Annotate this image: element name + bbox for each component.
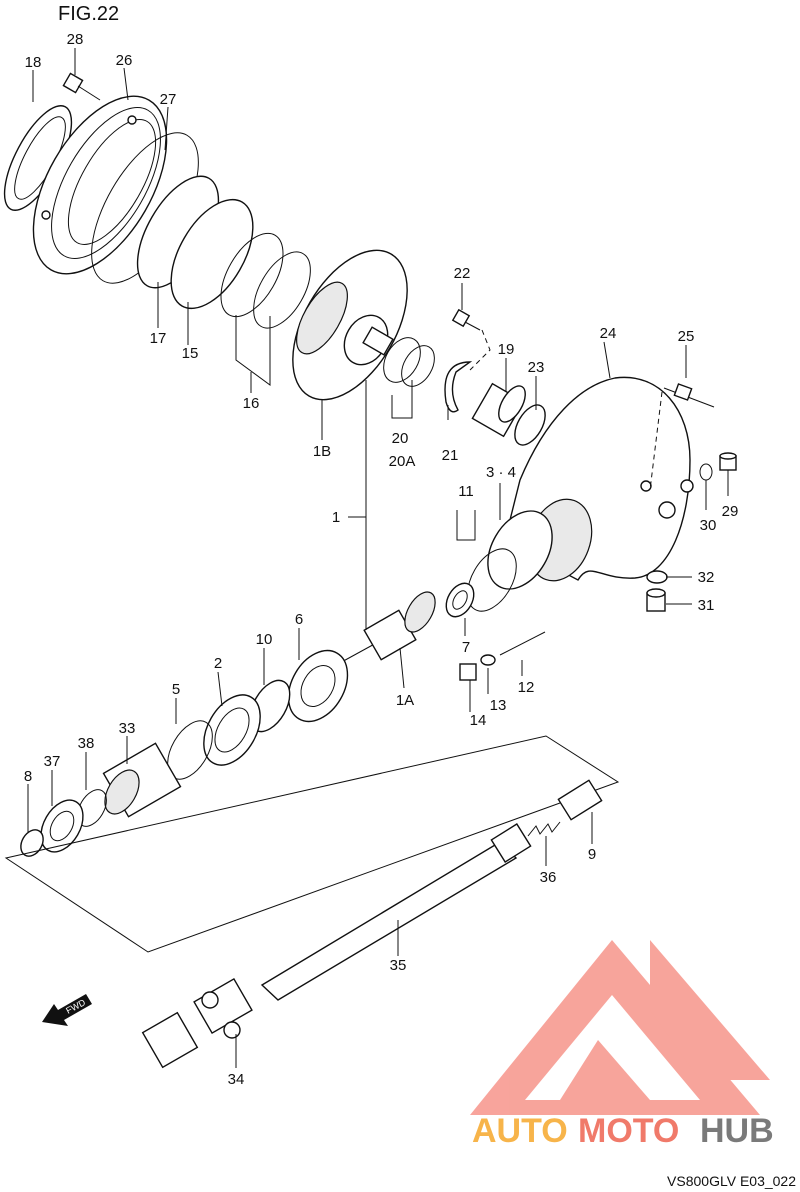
stud-25 bbox=[663, 383, 715, 408]
washer-32 bbox=[646, 570, 668, 584]
figure-title: FIG.22 bbox=[58, 3, 119, 25]
callout-7: 7 bbox=[462, 639, 470, 656]
callout-20: 20 bbox=[392, 430, 409, 447]
stopper-21 bbox=[444, 361, 473, 413]
joint-33 bbox=[102, 742, 182, 818]
callout-3-4: 3 · 4 bbox=[486, 464, 516, 481]
washer-20A bbox=[401, 345, 435, 387]
shim-11 bbox=[467, 548, 517, 612]
callout-20A: 20A bbox=[389, 453, 416, 470]
leader-lines bbox=[27, 48, 729, 1068]
callout-21: 21 bbox=[442, 447, 459, 464]
callout-19: 19 bbox=[498, 341, 515, 358]
gasket-30 bbox=[699, 463, 713, 481]
washer-8 bbox=[20, 829, 44, 857]
nut-14 bbox=[459, 663, 477, 681]
callout-13: 13 bbox=[490, 697, 507, 714]
callout-11: 11 bbox=[458, 483, 474, 500]
bearing-15 bbox=[170, 198, 254, 310]
callout-25: 25 bbox=[678, 328, 695, 345]
washer-13 bbox=[480, 654, 496, 666]
callout-24: 24 bbox=[600, 325, 617, 342]
callout-34: 34 bbox=[228, 1071, 245, 1088]
callout-27: 27 bbox=[160, 91, 177, 108]
seal-37 bbox=[40, 799, 84, 853]
bearing-6 bbox=[287, 649, 349, 723]
watermark-logo bbox=[470, 940, 770, 1115]
callout-1B: 1B bbox=[313, 443, 331, 460]
callout-6: 6 bbox=[295, 611, 303, 628]
fwd-arrow: FWD bbox=[42, 994, 92, 1026]
joint-9 bbox=[557, 779, 603, 821]
callout-35: 35 bbox=[390, 957, 407, 974]
nut-2 bbox=[203, 694, 261, 766]
callout-9: 9 bbox=[588, 846, 596, 863]
bearing-case-26 bbox=[32, 95, 168, 275]
washer-20 bbox=[383, 337, 421, 383]
callout-37: 37 bbox=[44, 753, 61, 770]
ring-gear-1B bbox=[292, 249, 408, 401]
figure-code: VS800GLV E03_022 bbox=[667, 1173, 796, 1189]
watermark-text: AUTO MOTO HUB bbox=[472, 1112, 774, 1150]
callout-31: 31 bbox=[698, 597, 715, 614]
driveshaft-panel bbox=[4, 735, 620, 953]
watermark-auto: AUTO bbox=[472, 1112, 568, 1150]
callout-14: 14 bbox=[470, 712, 487, 729]
nut-7 bbox=[445, 582, 475, 618]
shim-16b bbox=[253, 251, 311, 329]
callout-17: 17 bbox=[150, 330, 167, 347]
spring-36 bbox=[527, 821, 561, 837]
drive-shaft-35 bbox=[260, 823, 532, 1001]
callout-1: 1 bbox=[332, 509, 340, 526]
callout-1A: 1A bbox=[396, 692, 414, 709]
pinion-gear-1A bbox=[337, 591, 436, 665]
shim-16a bbox=[220, 232, 284, 318]
callout-12: 12 bbox=[518, 679, 535, 696]
callout-labels: 28 18 26 27 17 15 16 1B 22 19 23 24 25 2… bbox=[24, 31, 739, 1088]
callout-29: 29 bbox=[722, 503, 739, 520]
bolt-12 bbox=[499, 631, 546, 656]
callout-30: 30 bbox=[700, 517, 717, 534]
callout-33: 33 bbox=[119, 720, 136, 737]
bolt-22 bbox=[451, 308, 481, 331]
callout-16: 16 bbox=[243, 395, 260, 412]
callout-23: 23 bbox=[528, 359, 545, 376]
universal-joint-34 bbox=[141, 977, 253, 1069]
callout-5: 5 bbox=[172, 681, 180, 698]
callout-10: 10 bbox=[256, 631, 273, 648]
plug-29 bbox=[719, 452, 737, 471]
callout-8: 8 bbox=[24, 768, 32, 785]
callout-36: 36 bbox=[540, 869, 557, 886]
callout-2: 2 bbox=[214, 655, 222, 672]
callout-38: 38 bbox=[78, 735, 95, 752]
callout-28: 28 bbox=[67, 31, 84, 48]
bearing-19 bbox=[471, 382, 526, 438]
bolt-28 bbox=[62, 72, 101, 101]
seal-23 bbox=[514, 404, 546, 446]
callout-18: 18 bbox=[25, 54, 42, 71]
callout-26: 26 bbox=[116, 52, 133, 69]
plug-31 bbox=[646, 588, 666, 612]
callout-15: 15 bbox=[182, 345, 199, 362]
watermark-hub: HUB bbox=[700, 1112, 774, 1150]
callout-32: 32 bbox=[698, 569, 715, 586]
callout-22: 22 bbox=[454, 265, 471, 282]
gasket-3-4 bbox=[487, 510, 553, 590]
watermark-moto: MOTO bbox=[578, 1112, 679, 1150]
